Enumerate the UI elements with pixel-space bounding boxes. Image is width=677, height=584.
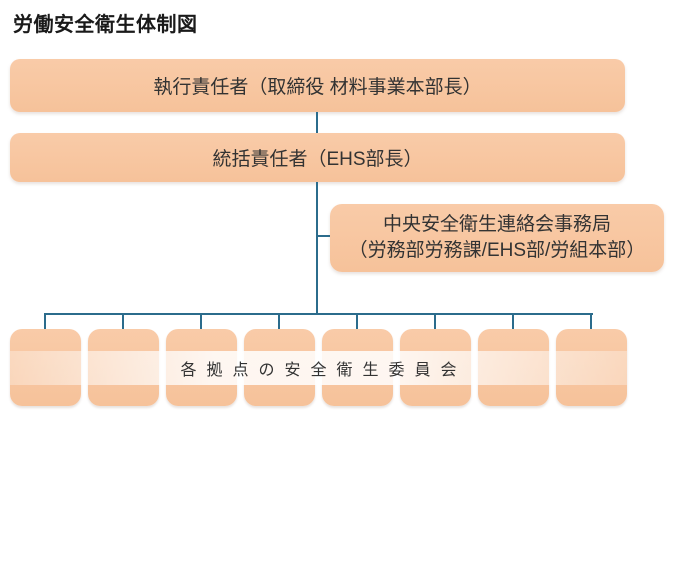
site-committee-label: 各拠点の安全衛生委員会 [180,362,467,379]
site-committee-band: 各拠点の安全衛生委員会 [10,351,627,385]
connector-level1-level2 [316,112,318,134]
central-safety-office-box: 中央安全衛生連絡会事務局 （労務部労務課/EHS部/労組本部） [330,204,664,272]
connector-drop-6 [434,313,436,330]
connector-drop-2 [122,313,124,330]
general-manager-label: 統括責任者（EHS部長） [212,149,423,170]
executive-responsible-label: 執行責任者（取締役 材料事業本部長） [153,77,482,98]
connector-drop-8 [590,313,592,330]
connector-drop-3 [200,313,202,330]
connector-office-stub [318,235,331,237]
central-safety-office-line1: 中央安全衛生連絡会事務局 [382,214,611,235]
executive-responsible-box: 執行責任者（取締役 材料事業本部長） [10,59,625,112]
page-title: 労働安全衛生体制図 [13,14,198,36]
connector-trunk [316,182,318,314]
general-manager-box: 統括責任者（EHS部長） [10,133,625,182]
connector-drop-1 [44,313,46,330]
central-safety-office-line2: （労務部労務課/EHS部/労組本部） [348,240,646,261]
connector-horizontal-bar [44,313,593,315]
connector-drop-4 [278,313,280,330]
connector-drop-7 [512,313,514,330]
connector-drop-5 [356,313,358,330]
